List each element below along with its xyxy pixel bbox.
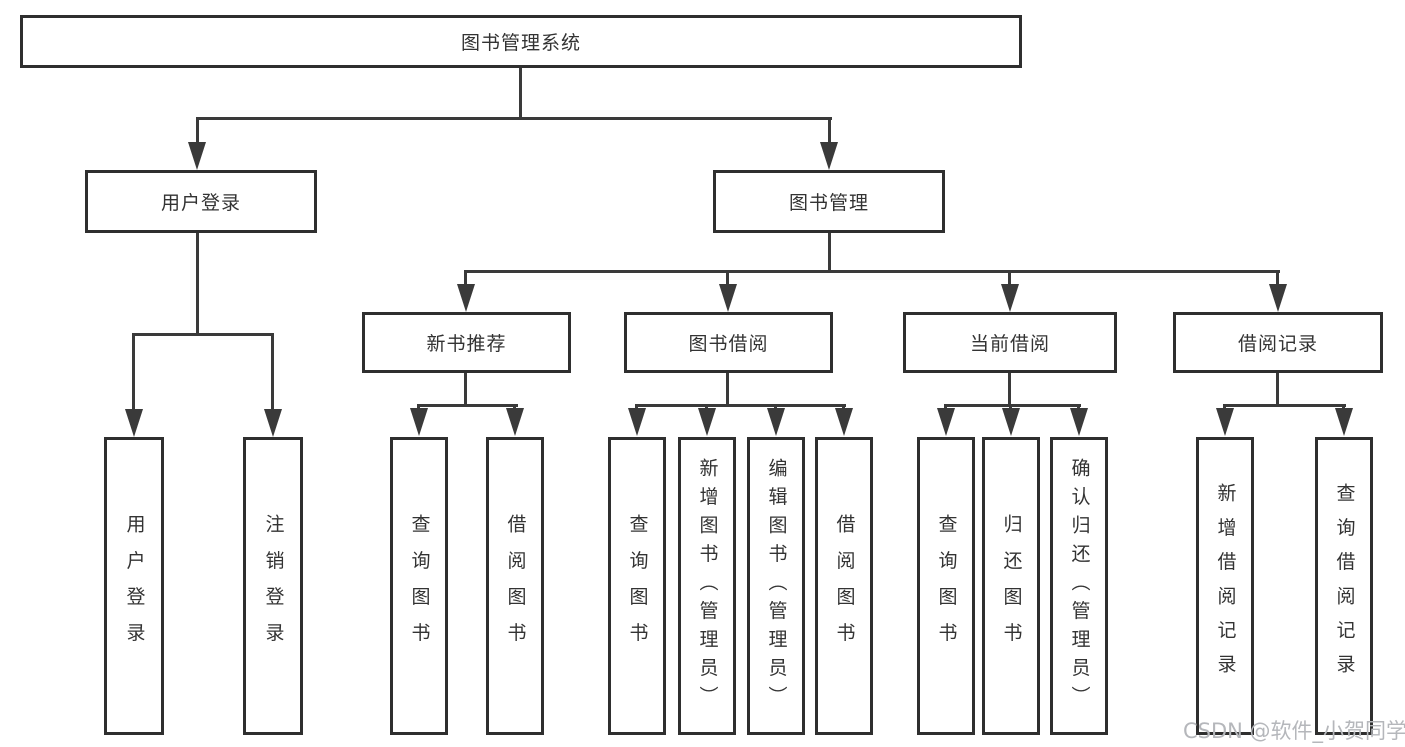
connector-line — [1008, 373, 1011, 407]
node-label: 用户登录 — [160, 192, 241, 214]
arrowhead-down-icon — [1335, 408, 1353, 436]
leaf-return-books: 归还图书 — [982, 437, 1040, 735]
node-label: 确认归还（管理员） — [1068, 457, 1091, 715]
connector-line — [271, 335, 274, 411]
node-label: 图书借阅 — [688, 333, 769, 355]
arrowhead-down-icon — [264, 409, 282, 437]
node-label: 查询图书 — [935, 513, 958, 659]
arrowhead-down-icon — [457, 284, 475, 312]
leaf-add-books-admin: 新增图书（管理员） — [678, 437, 736, 735]
node-label: 编辑图书（管理员） — [765, 457, 788, 715]
node-new-book-recommendation: 新书推荐 — [362, 312, 571, 373]
connector-line — [464, 373, 467, 407]
connector-line — [417, 404, 518, 407]
connector-line — [1276, 272, 1279, 288]
connector-line — [132, 335, 135, 411]
node-book-management: 图书管理 — [713, 170, 945, 233]
arrowhead-down-icon — [1002, 408, 1020, 436]
connector-line — [464, 272, 467, 288]
node-label: 图书管理系统 — [460, 32, 581, 54]
arrowhead-down-icon — [506, 408, 524, 436]
leaf-query-books: 查询图书 — [608, 437, 666, 735]
node-label: 查询借阅记录 — [1333, 483, 1356, 689]
connector-line — [635, 404, 846, 407]
arrowhead-down-icon — [820, 142, 838, 170]
arrowhead-down-icon — [767, 408, 785, 436]
arrowhead-down-icon — [1001, 284, 1019, 312]
node-label: 注销登录 — [262, 513, 285, 659]
node-current-borrowing: 当前借阅 — [903, 312, 1117, 373]
leaf-edit-books-admin: 编辑图书（管理员） — [747, 437, 805, 735]
csdn-watermark: CSDN @软件_小贺同学 — [1183, 719, 1405, 743]
connector-line — [726, 272, 729, 288]
leaf-borrow-books: 借阅图书 — [815, 437, 873, 735]
leaf-query-borrow-record: 查询借阅记录 — [1315, 437, 1373, 735]
node-label: 用户登录 — [123, 513, 146, 659]
arrowhead-down-icon — [1269, 284, 1287, 312]
node-label: 查询图书 — [408, 513, 431, 659]
connector-line — [1223, 404, 1346, 407]
node-root-library-system: 图书管理系统 — [20, 15, 1022, 68]
node-label: 图书管理 — [788, 192, 869, 214]
arrowhead-down-icon — [125, 409, 143, 437]
node-label: 新书推荐 — [426, 333, 507, 355]
leaf-logout: 注销登录 — [243, 437, 303, 735]
connector-line — [196, 117, 832, 120]
arrowhead-down-icon — [410, 408, 428, 436]
node-label: 当前借阅 — [969, 333, 1050, 355]
node-label: 查询图书 — [626, 513, 649, 659]
leaf-borrow-books-rec: 借阅图书 — [486, 437, 544, 735]
leaf-user-login: 用户登录 — [104, 437, 164, 735]
node-user-login: 用户登录 — [85, 170, 317, 233]
arrowhead-down-icon — [698, 408, 716, 436]
node-borrowing-records: 借阅记录 — [1173, 312, 1383, 373]
connector-line — [132, 333, 274, 336]
arrowhead-down-icon — [937, 408, 955, 436]
connector-line — [196, 233, 199, 336]
connector-line — [1008, 272, 1011, 288]
leaf-query-books-rec: 查询图书 — [390, 437, 448, 735]
arrowhead-down-icon — [188, 142, 206, 170]
connector-line — [828, 233, 831, 273]
connector-line — [726, 373, 729, 407]
arrowhead-down-icon — [719, 284, 737, 312]
leaf-query-books-current: 查询图书 — [917, 437, 975, 735]
connector-line — [519, 68, 522, 120]
connector-line — [944, 404, 1081, 407]
connector-line — [828, 118, 831, 146]
arrowhead-down-icon — [1216, 408, 1234, 436]
node-label: 新增图书（管理员） — [696, 457, 719, 715]
leaf-confirm-return-admin: 确认归还（管理员） — [1050, 437, 1108, 735]
leaf-add-borrow-record: 新增借阅记录 — [1196, 437, 1254, 735]
arrowhead-down-icon — [1070, 408, 1088, 436]
arrowhead-down-icon — [628, 408, 646, 436]
node-label: 借阅记录 — [1237, 333, 1318, 355]
node-label: 借阅图书 — [833, 513, 856, 659]
node-label: 归还图书 — [1000, 513, 1023, 659]
connector-line — [464, 270, 1280, 273]
node-label: 新增借阅记录 — [1214, 483, 1237, 689]
connector-line — [1276, 373, 1279, 407]
arrowhead-down-icon — [835, 408, 853, 436]
connector-line — [196, 118, 199, 146]
node-book-borrowing: 图书借阅 — [624, 312, 833, 373]
node-label: 借阅图书 — [504, 513, 527, 659]
